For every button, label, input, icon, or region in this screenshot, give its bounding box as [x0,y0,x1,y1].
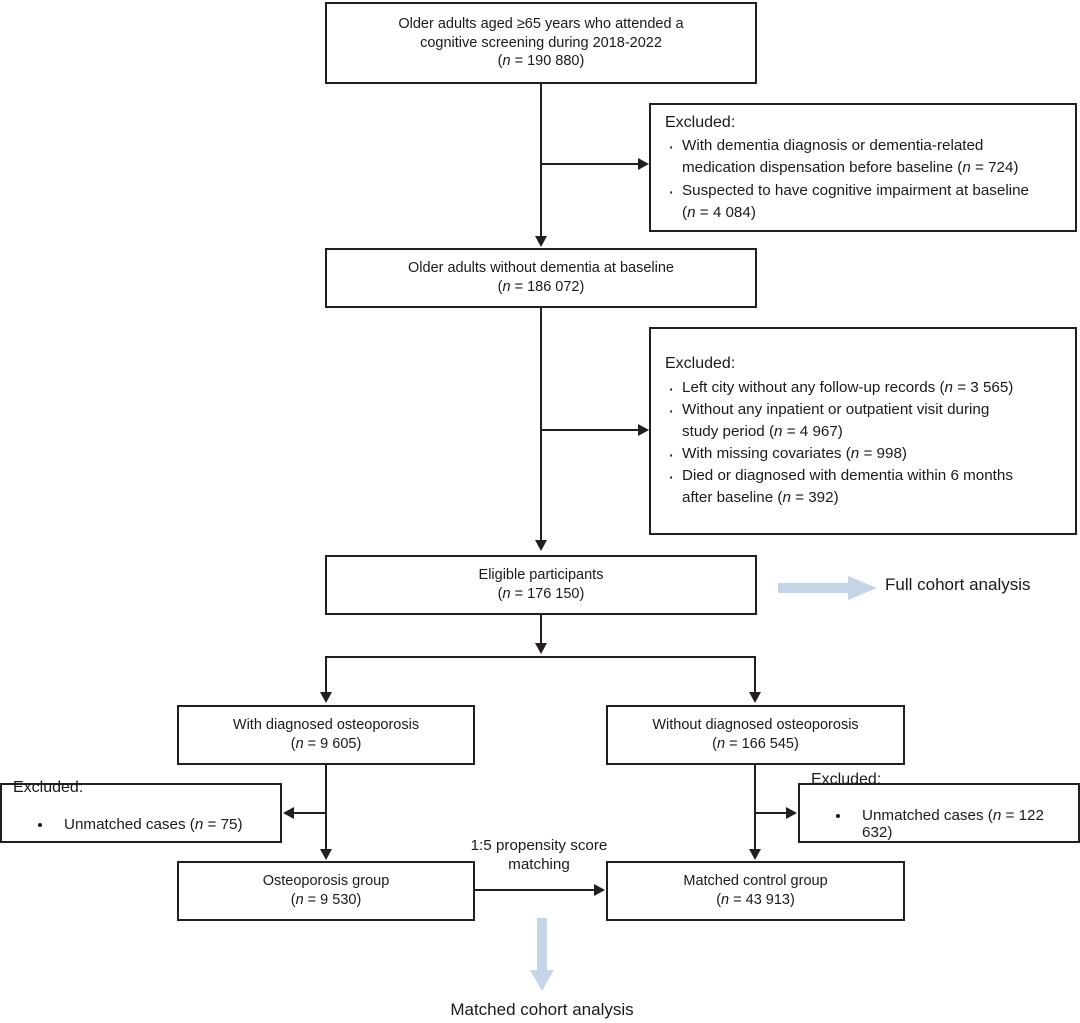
arrow-into-left-excluded [283,807,294,819]
connector-right-down [754,765,756,849]
arrow-into-matched-control [594,884,605,896]
left-unmatched-list: Unmatched cases (n = 75) [13,816,243,833]
arrow-into-osteoporosis-group [320,849,332,860]
box-screened-line2: cognitive screening during 2018-2022 [420,34,662,51]
propensity-line1: 1:5 propensity score [470,837,608,854]
connector-branch-excl2 [541,429,639,431]
propensity-line2: matching [508,856,570,873]
arrow-into-with-osteoporosis [320,692,332,703]
list-item: Died or diagnosed with dementia within 6… [665,464,1013,509]
list-item: With dementia diagnosis or dementia-rela… [665,134,1029,179]
box-eligible-count: (n = 176 150) [497,586,585,602]
label-full-cohort-analysis: Full cohort analysis [885,575,1031,594]
box-op-group-line1: Osteoporosis group [262,873,390,890]
label-matched-cohort-analysis: Matched cohort analysis [450,1000,634,1019]
arrow-into-excl2 [638,424,649,436]
list-item: Suspected to have cognitive impairment a… [665,179,1029,224]
box-op-group-count: (n = 9 530) [290,892,362,908]
arrow-split-point [535,643,547,654]
box-eligible-participants: Eligible participants (n = 176 150) [325,555,757,615]
box-matched-control-group: Matched control group (n = 43 913) [606,861,905,921]
box-without-op-line1: Without diagnosed osteoporosis [652,717,859,734]
excluded-second-heading: Excluded: [665,355,736,373]
box-osteoporosis-group: Osteoporosis group (n = 9 530) [177,861,475,921]
box-without-op-count: (n = 166 545) [712,736,799,752]
right-unmatched-heading: Excluded: [811,770,882,788]
label-propensity-matching: 1:5 propensity score matching [463,836,615,874]
matched-cohort-arrow-icon [530,918,554,991]
connector-split-bar [325,656,756,658]
arrow-into-matched-control-group [749,849,761,860]
connector-trunk-3 [540,615,542,645]
box-no-dementia-at-baseline: Older adults without dementia at baselin… [325,248,757,308]
box-excluded-right-unmatched: Excluded: Unmatched cases (n = 122 632) [798,771,1080,843]
connector-right-excluded [755,812,787,814]
box-screened-population: Older adults aged ≥65 years who attended… [325,2,757,84]
arrow-into-right-excluded [786,807,797,819]
connector-split-right [754,656,756,693]
list-item: Unmatched cases (n = 75) [53,816,243,833]
connector-trunk-2 [540,308,542,540]
list-item: Left city without any follow-up records … [665,376,1013,404]
excluded-first-list: With dementia diagnosis or dementia-rela… [665,134,1029,224]
box-excluded-second: Excluded: Left city without any follow-u… [649,327,1077,535]
connector-branch-excl1 [541,163,639,165]
connector-left-down [325,765,327,849]
connector-trunk-1 [540,84,542,236]
box-matched-control-line1: Matched control group [683,873,828,890]
box-without-diagnosed-osteoporosis: Without diagnosed osteoporosis (n = 166 … [606,705,905,765]
list-item: Without any inpatient or outpatient visi… [665,398,1013,443]
connector-split-left [325,656,327,693]
box-no-dementia-count: (n = 186 072) [497,279,585,295]
box-with-diagnosed-osteoporosis: With diagnosed osteoporosis (n = 9 605) [177,705,475,765]
full-cohort-arrow-icon [778,576,877,600]
left-unmatched-heading: Excluded: [13,779,84,797]
box-with-op-line1: With diagnosed osteoporosis [232,717,420,734]
arrow-into-no-dementia [535,236,547,247]
box-with-op-count: (n = 9 605) [290,736,362,752]
box-screened-line1: Older adults aged ≥65 years who attended… [398,15,684,32]
box-matched-control-count: (n = 43 913) [716,892,795,908]
arrow-into-excl1 [638,158,649,170]
connector-propensity-matching [475,889,595,891]
list-item: Unmatched cases (n = 122 632) [851,807,1068,841]
box-no-dementia-line1: Older adults without dementia at baselin… [408,260,674,277]
connector-left-excluded [294,812,326,814]
box-screened-count: (n = 190 880) [497,53,585,70]
box-excluded-left-unmatched: Excluded: Unmatched cases (n = 75) [0,779,282,843]
box-eligible-line1: Eligible participants [478,567,604,584]
arrow-into-without-osteoporosis [749,692,761,703]
right-unmatched-list: Unmatched cases (n = 122 632) [811,807,1068,841]
box-excluded-first: Excluded: With dementia diagnosis or dem… [649,103,1077,232]
excluded-second-list: Left city without any follow-up records … [665,376,1013,510]
arrow-into-eligible [535,540,547,551]
list-item: With missing covariates (n = 998) [665,442,1013,470]
excluded-first-heading: Excluded: [665,114,736,132]
